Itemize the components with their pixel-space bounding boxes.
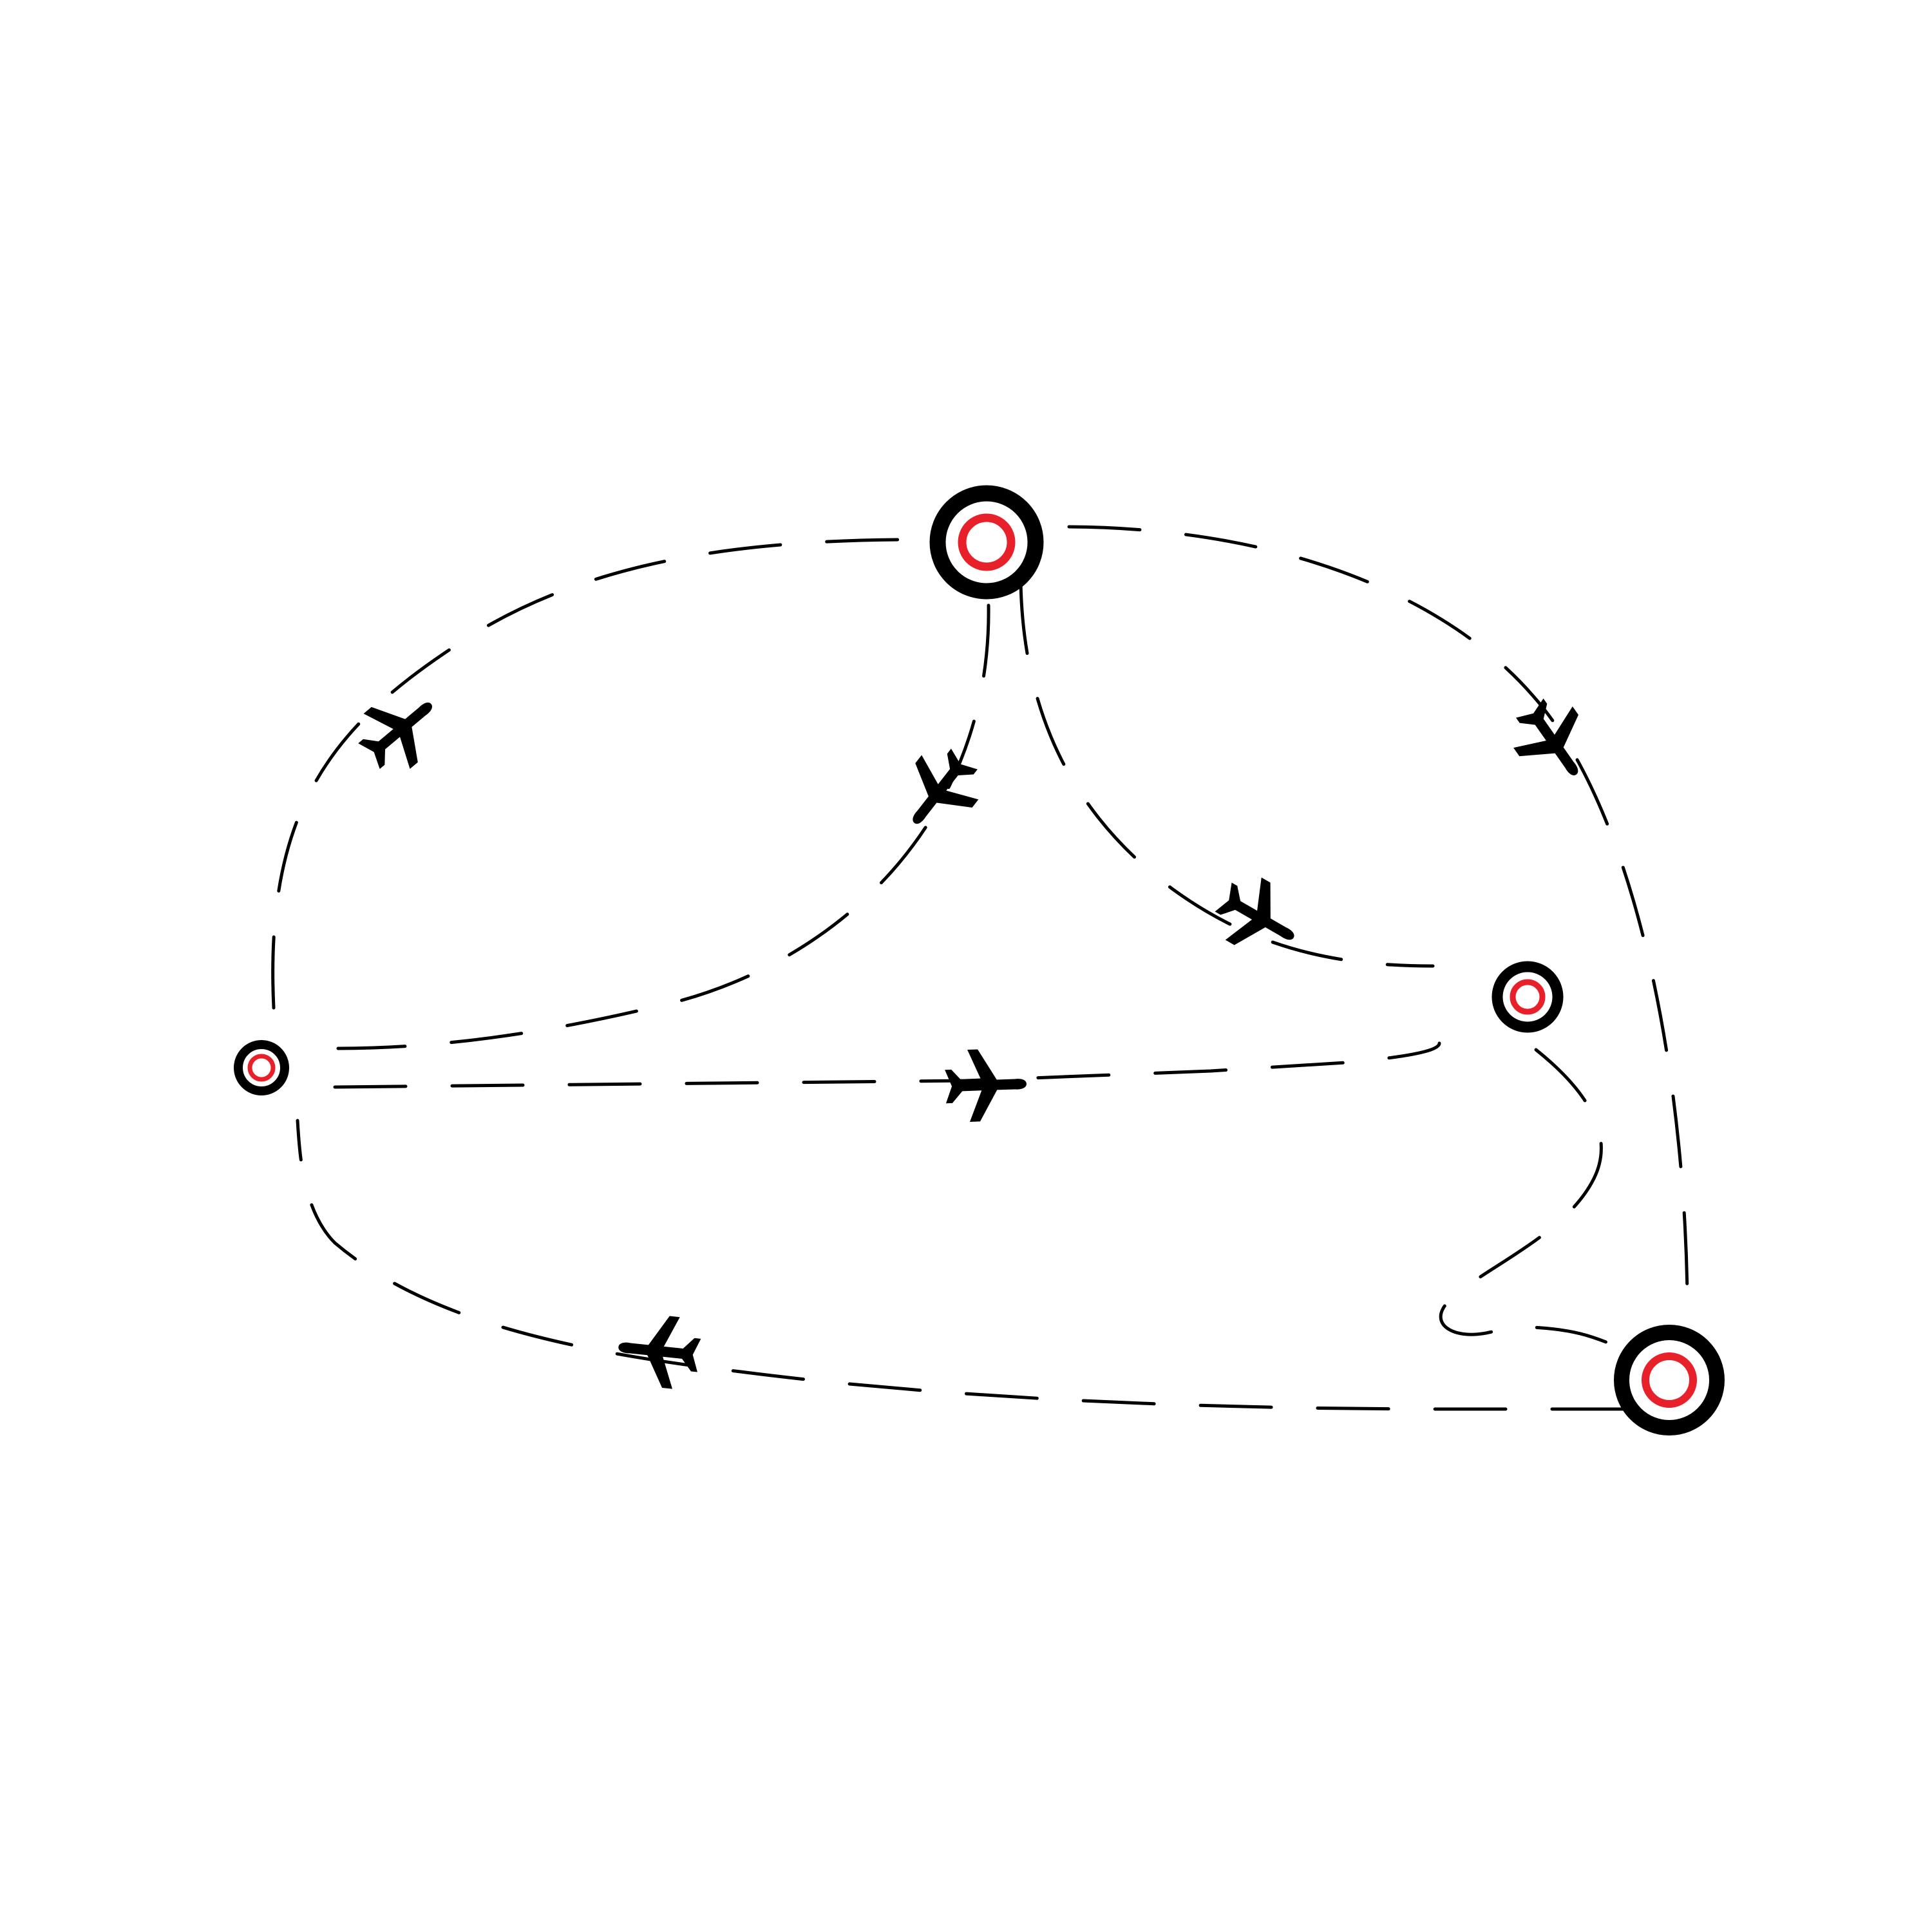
route-network bbox=[271, 525, 1689, 1411]
airplane-icon bbox=[944, 1047, 1028, 1123]
route-bottom-right-to-left bbox=[296, 1119, 1625, 1411]
airplane-icon bbox=[345, 676, 455, 784]
route-top-to-right-middle bbox=[1019, 581, 1435, 968]
route-left-to-right-middle bbox=[333, 1041, 1441, 1089]
route-right-middle-to-bottom-right bbox=[1439, 1048, 1618, 1348]
airplane-icon bbox=[614, 1311, 703, 1392]
route-top-to-left bbox=[336, 603, 990, 1050]
location-pin-icon bbox=[929, 485, 1044, 600]
location-pins bbox=[234, 485, 1725, 1435]
route-left-to-top bbox=[271, 538, 900, 1010]
airplane-icon bbox=[886, 737, 993, 846]
airplane-icon bbox=[1205, 866, 1312, 969]
location-pin-icon bbox=[234, 1040, 289, 1095]
planes bbox=[345, 676, 1606, 1392]
airplane-icon bbox=[1500, 687, 1606, 795]
location-pin-icon bbox=[1492, 961, 1564, 1033]
route-top-to-bottom-right bbox=[1067, 525, 1689, 1296]
location-pin-icon bbox=[1614, 1325, 1725, 1435]
